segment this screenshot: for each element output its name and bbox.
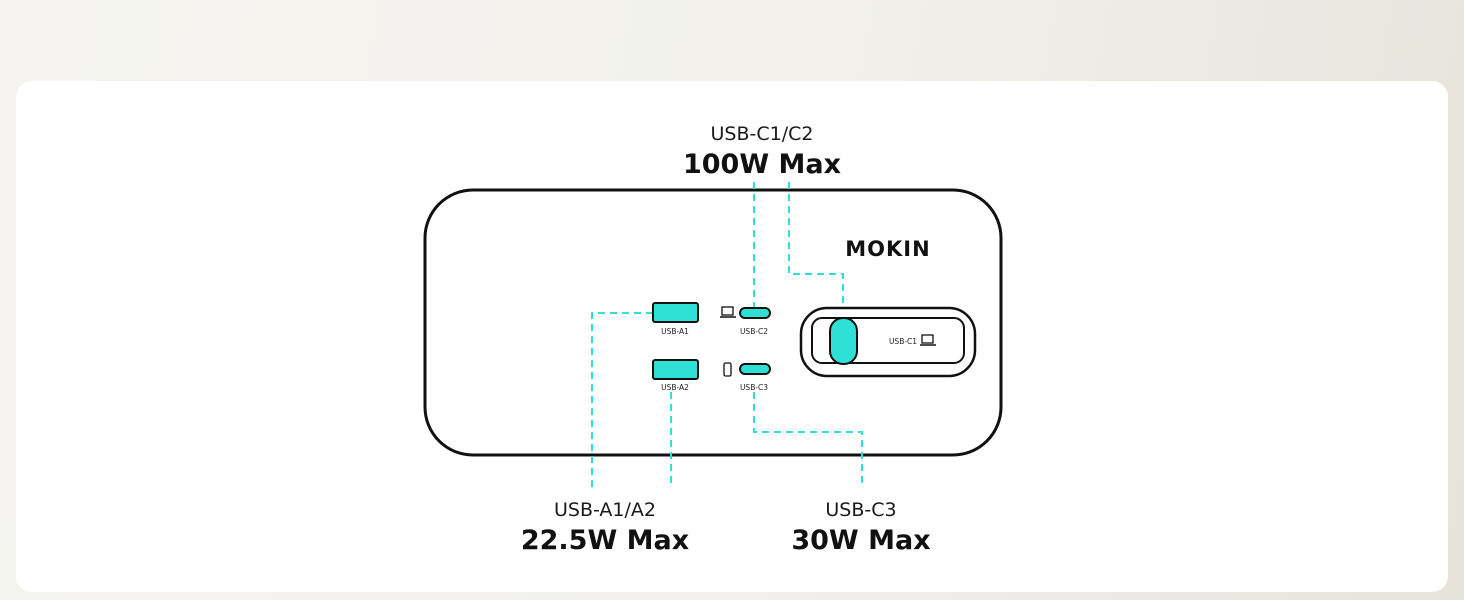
callout-bottom-left-port-name: USB-A1/A2	[554, 499, 656, 521]
port-usb-c1: USB-C1	[799, 306, 977, 378]
usb-c2-label: USB-C2	[740, 327, 768, 336]
callout-bottom-left-power: 22.5W Max	[521, 525, 689, 556]
port-usb-c3: USB-C3	[723, 362, 771, 392]
port-usb-a2: USB-A2	[652, 359, 699, 392]
port-usb-a1: USB-A1	[652, 302, 699, 336]
connector-line-a1	[591, 312, 653, 488]
charger-body	[423, 188, 1003, 457]
usb-a1-label: USB-A1	[661, 327, 689, 336]
phone-icon	[723, 362, 732, 377]
laptop-icon	[920, 334, 936, 346]
callout-bottom-right-power: 30W Max	[791, 525, 930, 556]
usb-a2-port-icon	[652, 359, 699, 380]
callout-bottom-right-port-name: USB-C3	[825, 499, 896, 521]
brand-logo: MOKIN	[845, 237, 930, 261]
callout-top-power: 100W Max	[683, 149, 841, 180]
usb-a1-port-icon	[652, 302, 699, 323]
usb-c1-port-icon	[829, 317, 858, 365]
usb-c3-label: USB-C3	[740, 383, 768, 392]
port-usb-c2: USB-C2	[720, 306, 771, 336]
callout-top-port-name: USB-C1/C2	[711, 123, 814, 145]
laptop-icon	[720, 306, 736, 318]
connector-line-c1	[788, 182, 844, 318]
usb-c3-port-icon	[739, 363, 771, 375]
usb-c2-port-icon	[739, 307, 771, 319]
usb-a2-label: USB-A2	[661, 383, 689, 392]
usb-c1-label: USB-C1	[889, 337, 917, 346]
